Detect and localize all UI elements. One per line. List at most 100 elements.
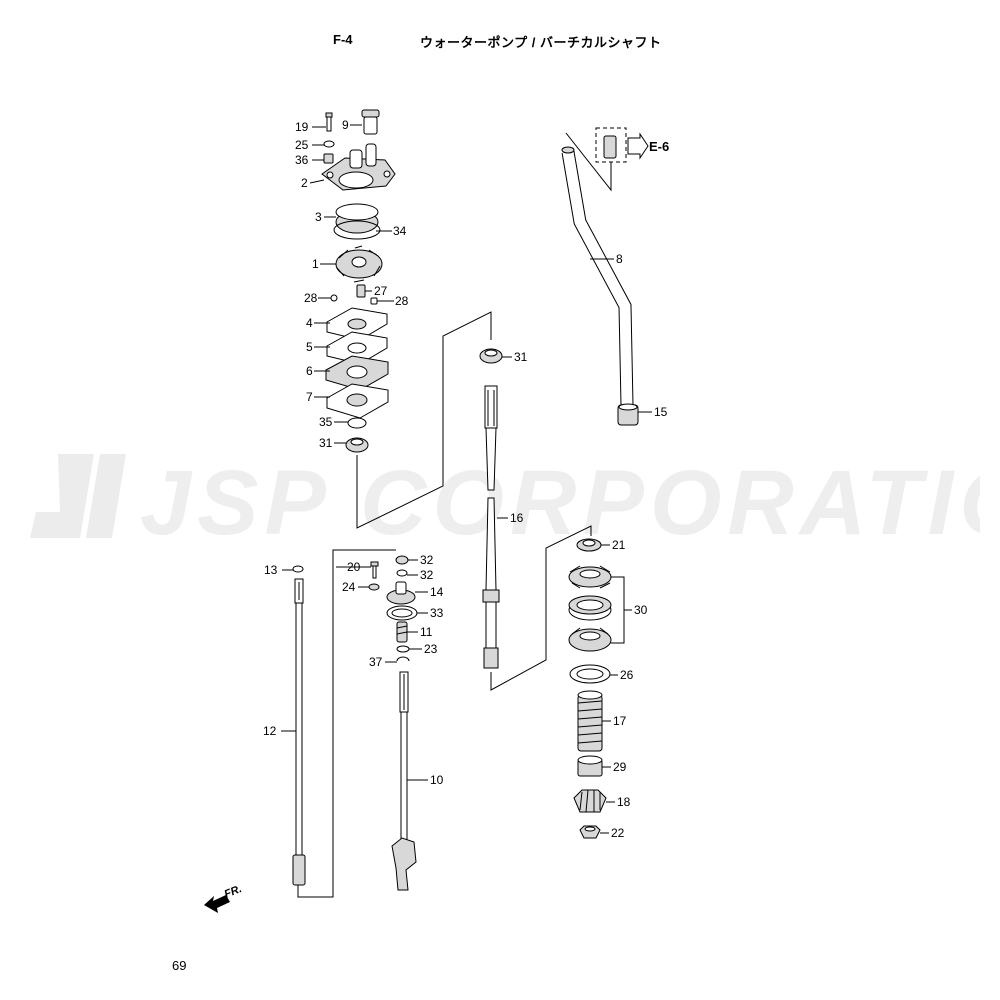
bracket-line-upper — [356, 311, 492, 529]
callout-5: 5 — [306, 340, 313, 354]
part-12-shift-rod — [292, 578, 306, 886]
callout-34: 34 — [393, 224, 407, 238]
part-34-seal-ring — [333, 220, 381, 240]
callout-37: 37 — [369, 655, 383, 669]
part-26-shim — [569, 664, 611, 684]
part-10-shift-rod — [391, 671, 417, 891]
part-21-shim — [576, 538, 602, 552]
part-28-dowel-right — [370, 297, 378, 305]
part-22-nut — [579, 825, 601, 839]
part-17-spring — [577, 690, 603, 752]
part-36-collar — [323, 153, 334, 164]
callout-31-lower: 31 — [319, 436, 333, 450]
callout-14: 14 — [430, 585, 444, 599]
part-8-water-tube — [561, 146, 634, 406]
part-18-pinion — [573, 789, 607, 813]
part-6-pump-base — [325, 355, 389, 391]
part-1-impeller — [335, 245, 383, 283]
callout-32-top: 32 — [420, 553, 434, 567]
reference-box — [595, 127, 649, 163]
watermark-logo — [30, 454, 126, 538]
callout-1: 1 — [312, 257, 319, 271]
callout-29: 29 — [613, 760, 627, 774]
part-33-o-ring — [386, 605, 418, 621]
part-32-top — [395, 555, 409, 565]
part-13-clip — [292, 565, 304, 573]
callout-7: 7 — [306, 390, 313, 404]
callout-22: 22 — [611, 826, 625, 840]
bracket-line-right — [490, 525, 592, 691]
part-11-spring — [396, 621, 408, 643]
part-3-liner — [335, 203, 379, 234]
callout-10: 10 — [430, 773, 444, 787]
callout-8: 8 — [616, 252, 623, 266]
part-25-washer — [323, 140, 335, 148]
front-direction-label: FR. — [223, 883, 244, 901]
callout-16: 16 — [510, 511, 524, 525]
section-code: F-4 — [333, 32, 353, 47]
callout-28-left: 28 — [304, 291, 318, 305]
callout-28-right: 28 — [395, 294, 409, 308]
part-5-gasket — [326, 331, 388, 365]
tube-leader — [565, 132, 612, 192]
callout-27: 27 — [374, 284, 388, 298]
part-28-dowel-left — [330, 294, 338, 302]
part-9-grommet — [361, 109, 380, 135]
callout-23: 23 — [424, 642, 438, 656]
callout-3: 3 — [315, 210, 322, 224]
callout-36: 36 — [295, 153, 309, 167]
callout-12: 12 — [263, 724, 277, 738]
part-23-washer — [396, 645, 410, 653]
bracket-30 — [611, 576, 625, 644]
callout-33: 33 — [430, 606, 444, 620]
part-24-washer — [368, 583, 380, 591]
part-2-pump-case — [321, 143, 396, 191]
part-14-cam — [386, 581, 416, 605]
section-title: ウォーターポンプ / バーチカルシャフト — [420, 35, 662, 50]
callout-19: 19 — [295, 120, 309, 134]
part-37-clip — [396, 656, 410, 662]
callout-2: 2 — [301, 176, 308, 190]
part-32-bottom — [396, 569, 408, 577]
callout-25: 25 — [295, 138, 309, 152]
part-29-bearing — [577, 755, 603, 777]
watermark-text: JSP CORPORATION — [140, 452, 980, 546]
callout-15: 15 — [654, 405, 668, 419]
part-30-bearing-race — [568, 595, 612, 621]
part-30-bearing-top — [568, 565, 612, 589]
callout-24: 24 — [342, 580, 356, 594]
callout-13: 13 — [264, 563, 278, 577]
callout-4: 4 — [306, 316, 313, 330]
part-15-grommet — [617, 403, 639, 426]
reference-e6: E-6 — [649, 139, 669, 154]
part-27-key — [356, 284, 366, 298]
part-19-bolt — [325, 112, 333, 132]
callout-30: 30 — [634, 603, 648, 617]
callout-26: 26 — [620, 668, 634, 682]
callouts: 19 9 25 36 2 3 34 1 27 28 28 4 5 6 7 35 … — [263, 118, 668, 840]
part-4-plate — [326, 307, 388, 341]
page-number: 69 — [172, 958, 187, 973]
callout-6: 6 — [306, 364, 313, 378]
part-30-bearing-bottom — [568, 627, 612, 652]
callout-18: 18 — [617, 795, 631, 809]
part-16-drive-shaft — [482, 385, 500, 669]
part-20-bolt — [370, 561, 379, 579]
callout-21: 21 — [612, 538, 626, 552]
callout-31-upper: 31 — [514, 350, 528, 364]
watermark: JSP CORPORATION — [30, 452, 980, 546]
part-7-gasket — [326, 383, 389, 419]
part-35-o-ring — [347, 417, 367, 429]
callout-17: 17 — [613, 714, 627, 728]
front-direction-arrow — [204, 895, 230, 913]
callout-20: 20 — [347, 560, 361, 574]
leader-lines — [281, 124, 652, 834]
callout-11: 11 — [420, 625, 433, 639]
callout-35: 35 — [319, 415, 333, 429]
part-31-oil-seal-lower — [345, 437, 369, 453]
callout-32-bottom: 32 — [420, 568, 434, 582]
bracket-line-left — [297, 549, 396, 898]
callout-9: 9 — [342, 118, 349, 132]
part-31-oil-seal-upper — [479, 348, 503, 364]
